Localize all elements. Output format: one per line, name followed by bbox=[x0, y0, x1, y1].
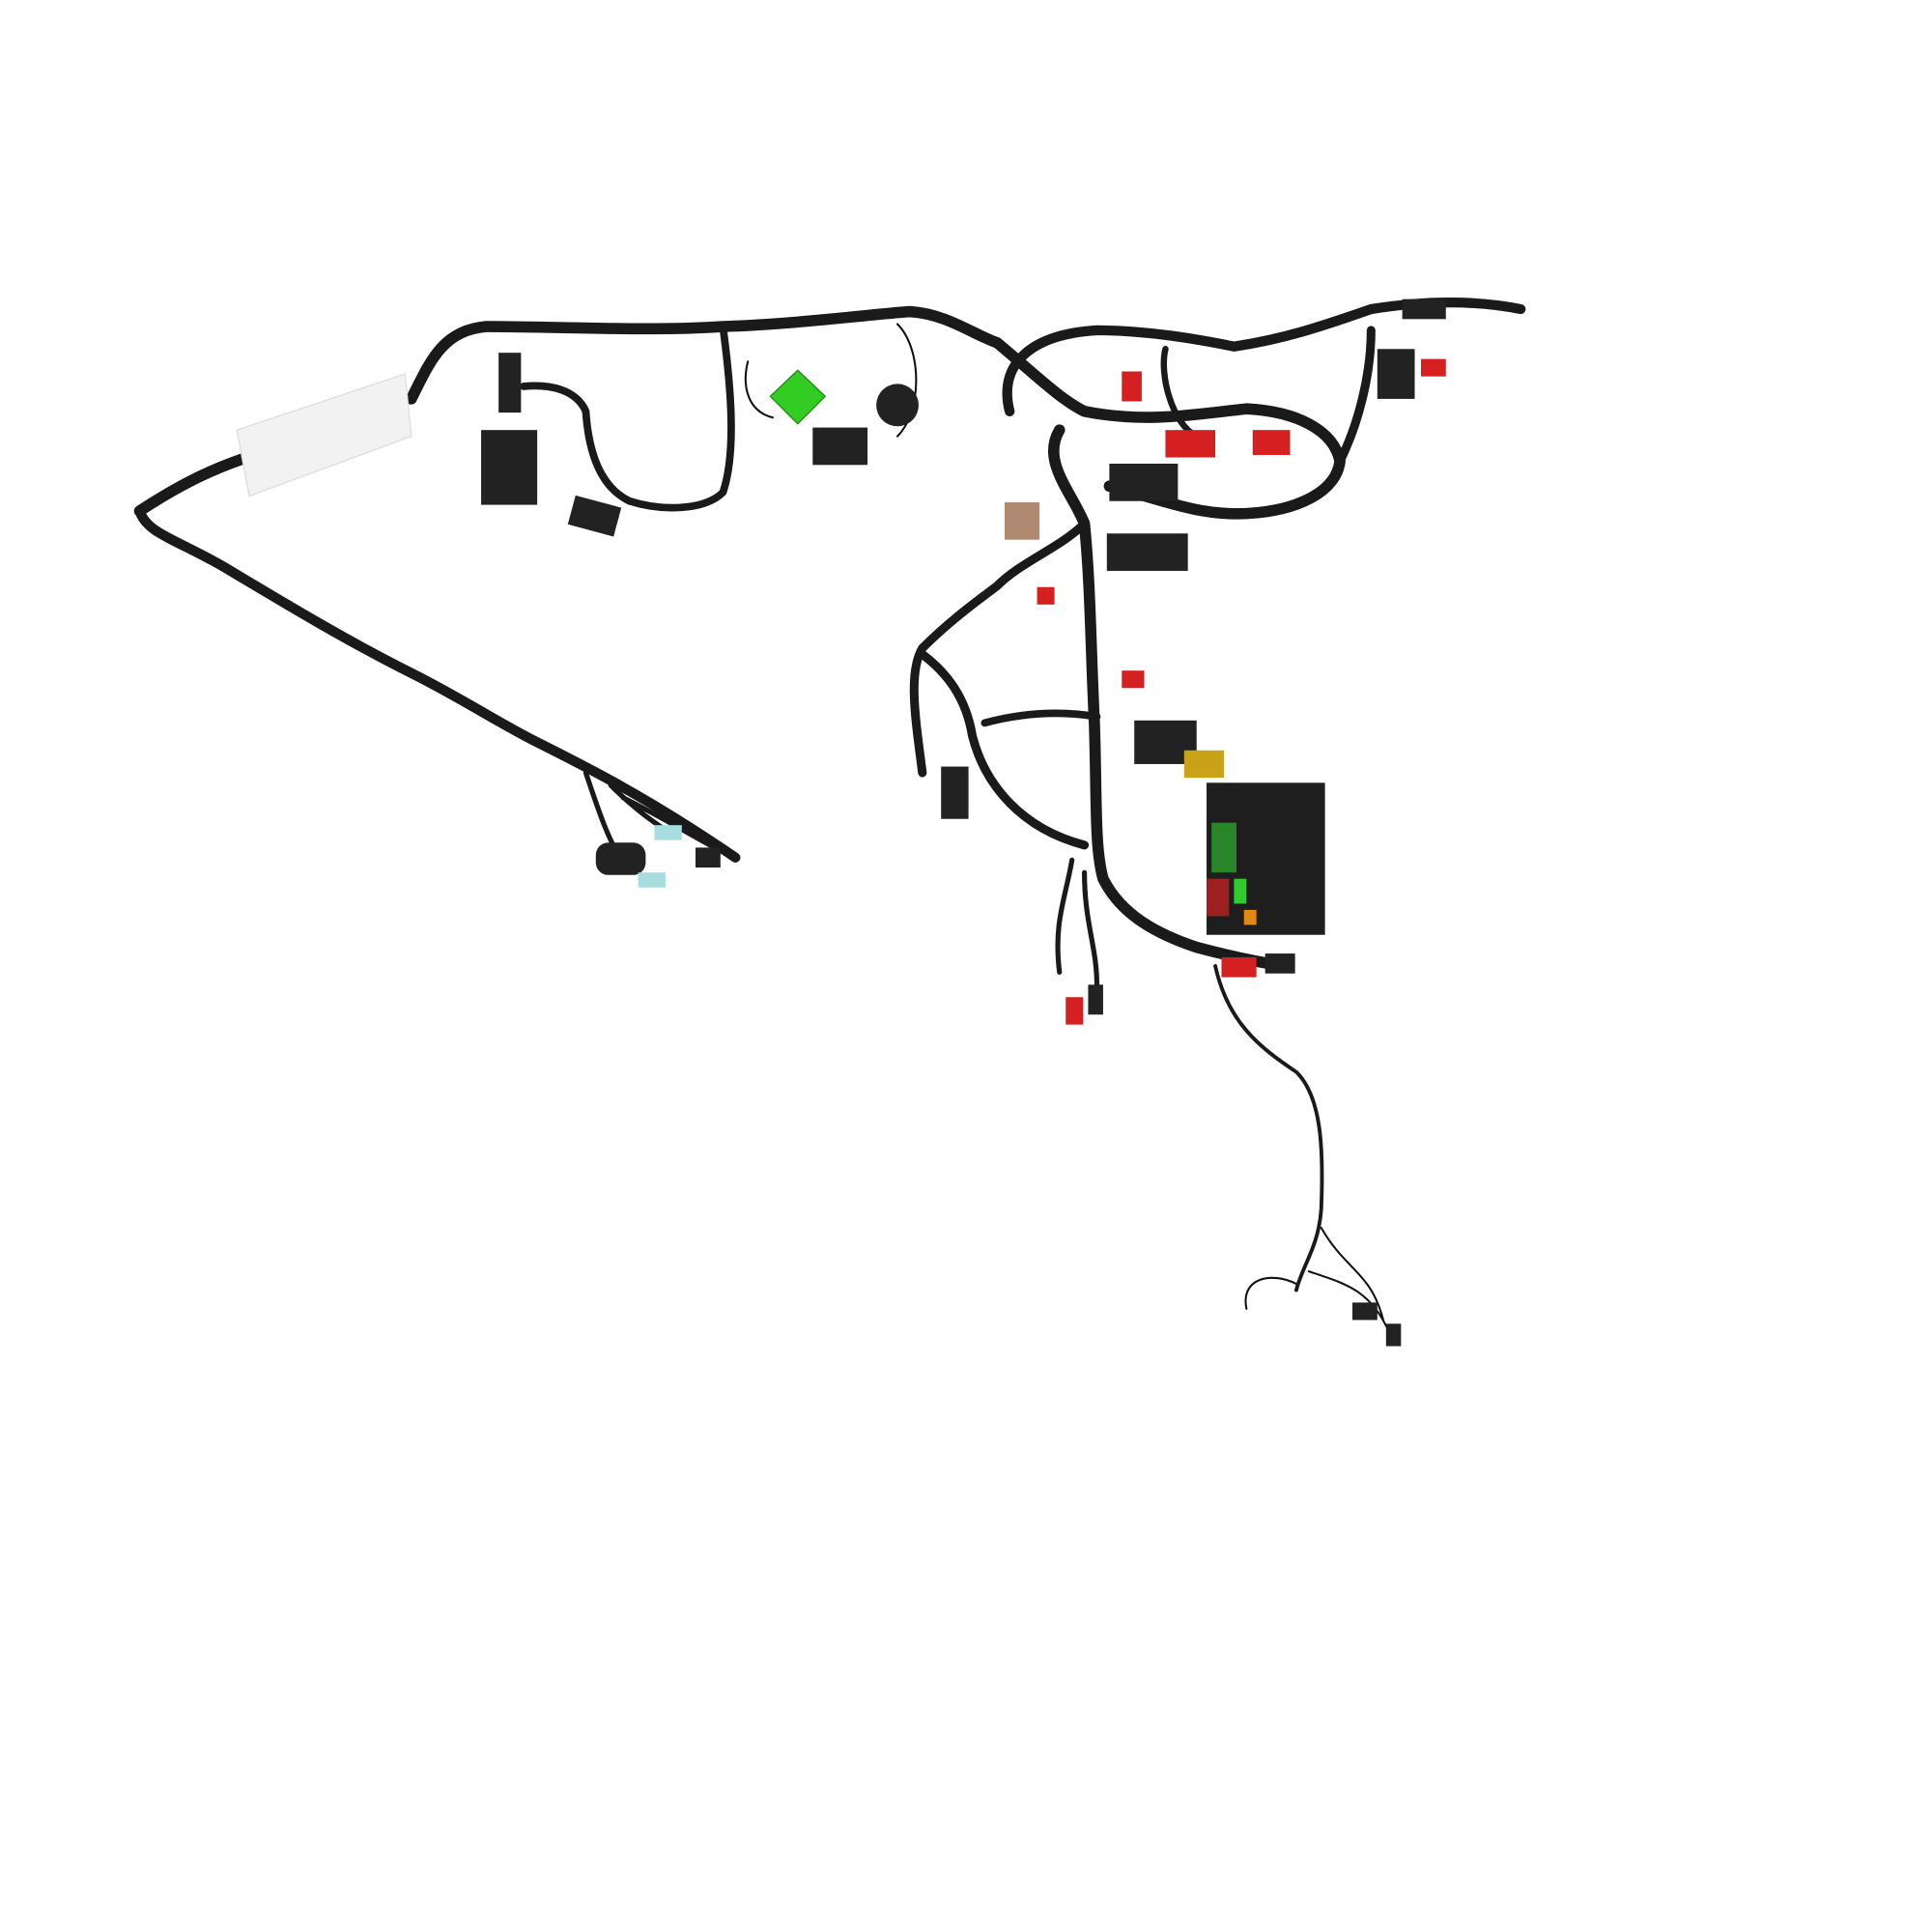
connector-black bbox=[812, 427, 868, 466]
connector-black bbox=[1402, 298, 1446, 320]
connector-lightblue bbox=[638, 872, 667, 888]
white-sleeve bbox=[236, 373, 412, 497]
connector-red bbox=[1420, 358, 1446, 377]
harness-trunk bbox=[133, 298, 1526, 1335]
grommet bbox=[595, 842, 646, 875]
connector-red bbox=[1037, 586, 1055, 605]
connector-tan bbox=[1005, 502, 1040, 540]
connector-black bbox=[481, 430, 538, 505]
connector-yellow bbox=[1183, 750, 1225, 779]
connector-lightblue bbox=[654, 825, 682, 840]
connector-round bbox=[876, 384, 919, 427]
connector-black bbox=[696, 847, 721, 868]
connector-red bbox=[1065, 997, 1084, 1025]
connector-black bbox=[498, 353, 522, 413]
connector-red bbox=[1252, 430, 1291, 455]
connector-black bbox=[1088, 984, 1103, 1015]
connector-black bbox=[1106, 533, 1188, 571]
connector-black bbox=[1109, 464, 1179, 501]
connector-red bbox=[1221, 956, 1257, 978]
connector-black bbox=[1377, 349, 1415, 399]
connector-black bbox=[1352, 1302, 1378, 1321]
connectors bbox=[481, 298, 1446, 1347]
connector-red bbox=[1122, 371, 1142, 402]
fuse-box bbox=[1207, 782, 1325, 935]
connector-black bbox=[1385, 1323, 1402, 1347]
connector-black bbox=[567, 495, 622, 537]
connector-red bbox=[1165, 430, 1216, 458]
connector-black bbox=[941, 766, 969, 819]
connector-black bbox=[1264, 953, 1295, 974]
connector-red bbox=[1122, 670, 1145, 689]
connector-green bbox=[769, 369, 827, 425]
